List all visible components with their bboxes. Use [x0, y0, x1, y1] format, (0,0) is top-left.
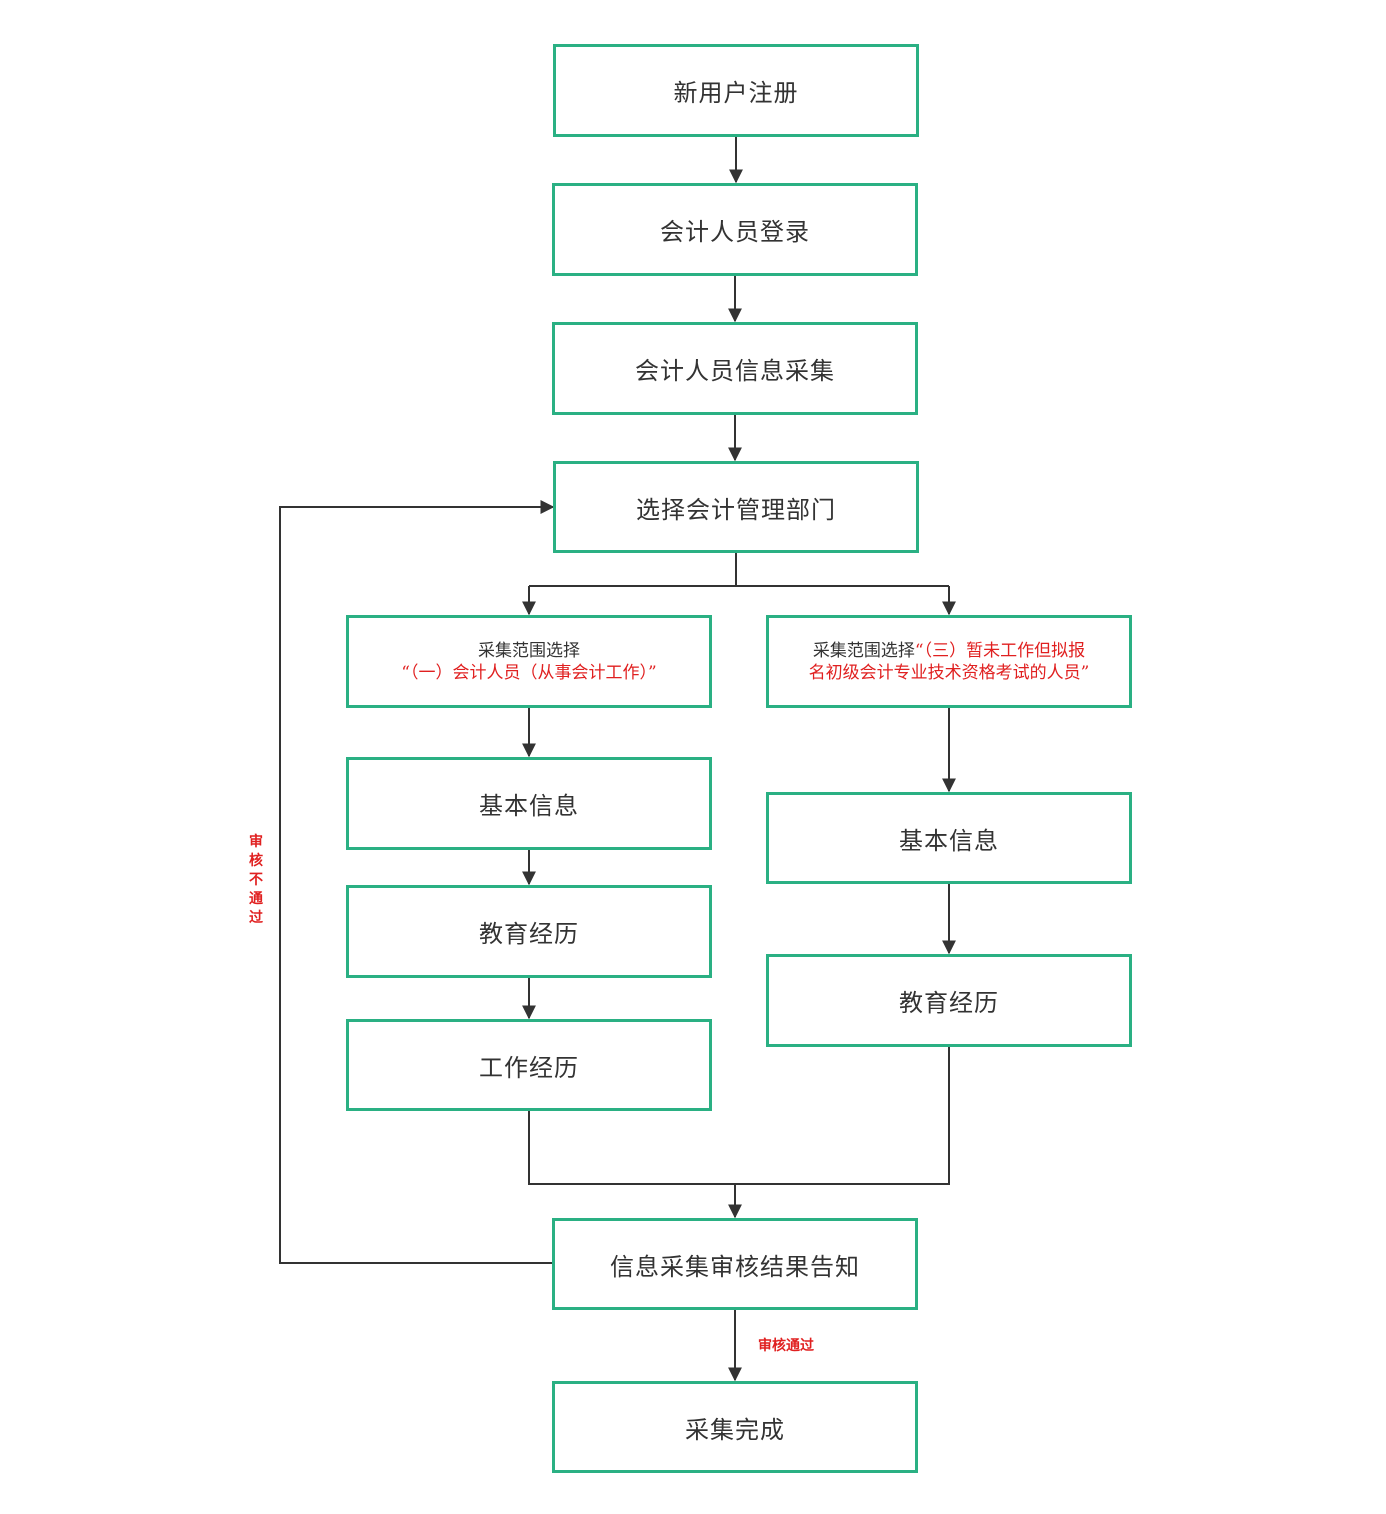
- node-education-left: 教育经历: [346, 885, 712, 978]
- node-scope-three: 采集范围选择“（三）暂未工作但拟报 名初级会计专业技术资格考试的人员”: [766, 615, 1132, 708]
- scope-one-prefix: 采集范围选择: [478, 640, 580, 661]
- scope-three-highlight-line1: “（三）暂未工作但拟报: [914, 640, 1086, 661]
- scope-three-line1: 采集范围选择“（三）暂未工作但拟报: [813, 640, 1085, 662]
- node-education-right: 教育经历: [766, 954, 1132, 1047]
- node-login: 会计人员登录: [552, 183, 918, 276]
- node-review-result: 信息采集审核结果告知: [552, 1218, 918, 1310]
- node-work-left: 工作经历: [346, 1019, 712, 1111]
- node-basic-info-right: 基本信息: [766, 792, 1132, 884]
- scope-three-highlight-line2: 名初级会计专业技术资格考试的人员”: [808, 662, 1090, 683]
- label-review-approved: 审核通过: [758, 1338, 814, 1354]
- node-scope-one: 采集范围选择 “（一）会计人员（从事会计工作）”: [346, 615, 712, 708]
- node-basic-info-left: 基本信息: [346, 757, 712, 850]
- node-collect-info: 会计人员信息采集: [552, 322, 918, 415]
- edge-merge: [528, 1046, 950, 1185]
- edge-review-reject-loop: [279, 500, 555, 1264]
- node-complete: 采集完成: [552, 1381, 918, 1473]
- scope-three-prefix: 采集范围选择: [812, 640, 915, 661]
- node-select-dept: 选择会计管理部门: [553, 461, 919, 553]
- scope-one-highlight: “（一）会计人员（从事会计工作）”: [401, 662, 657, 683]
- label-review-rejected: 审核不通过: [249, 834, 263, 926]
- node-register: 新用户注册: [553, 44, 919, 137]
